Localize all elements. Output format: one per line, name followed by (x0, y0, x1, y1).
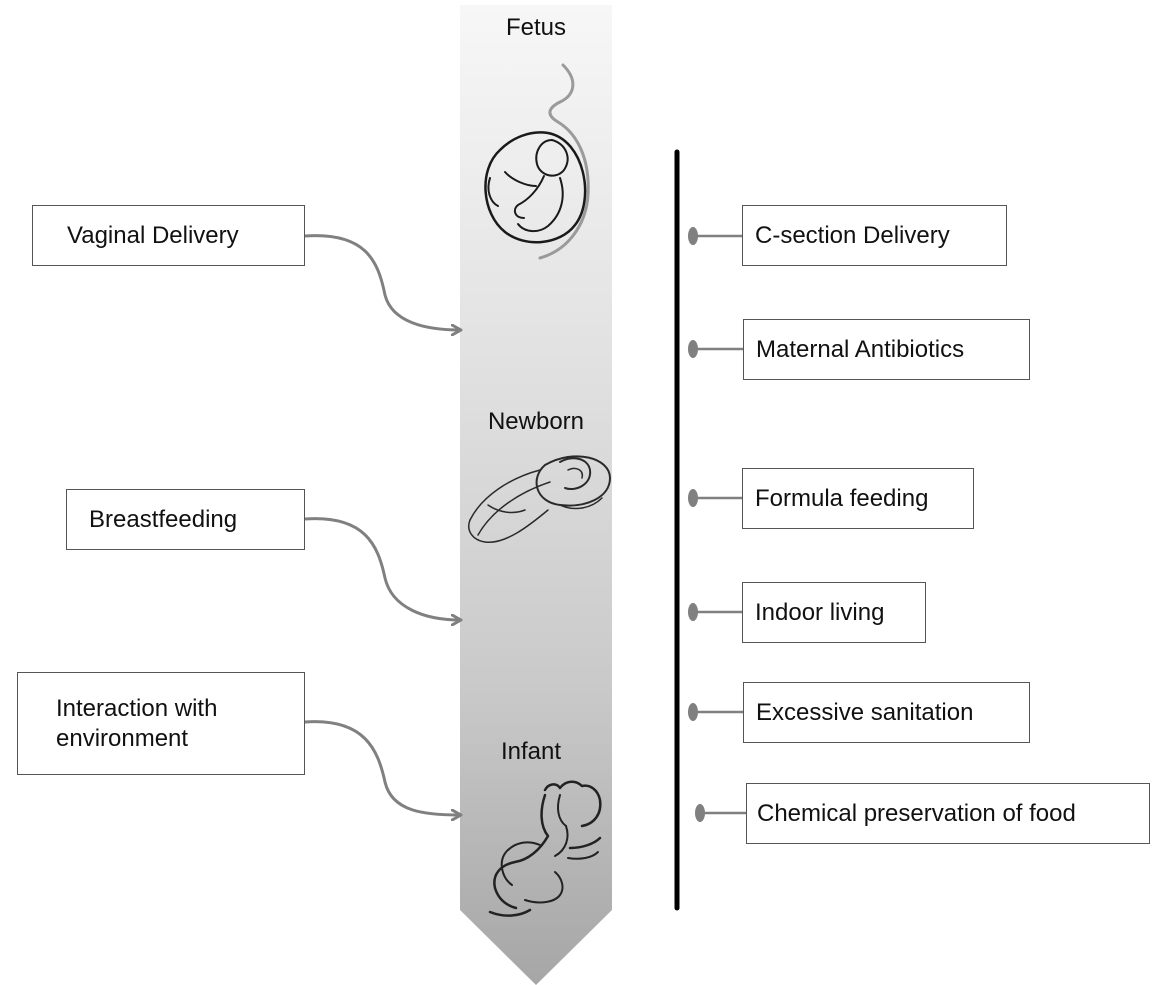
factor-label: Excessive sanitation (756, 698, 974, 726)
factor-box-interaction-with-environment: Interaction with environment (17, 672, 305, 775)
factor-label: Indoor living (755, 598, 885, 626)
factor-label: Breastfeeding (89, 505, 238, 533)
factor-box-excessive-sanitation: Excessive sanitation (743, 682, 1030, 743)
swaddled-newborn-icon (468, 455, 611, 543)
factor-box-c-section-delivery: C-section Delivery (742, 205, 1007, 266)
factor-box-indoor-living: Indoor living (742, 582, 926, 643)
pin-connector (688, 603, 743, 621)
pin-connector (688, 703, 743, 721)
factor-label: Chemical preservation of food (757, 799, 1076, 827)
factor-label: Interaction with environment (56, 694, 218, 752)
connector-arrow-breastfeeding (304, 517, 460, 620)
connector-arrow-interaction-with-environment (304, 720, 460, 815)
sitting-infant-icon (488, 780, 602, 917)
pin-connector (688, 340, 743, 358)
stage-label-infant: Infant (500, 738, 562, 765)
development-arrow (460, 5, 612, 985)
factor-label: C-section Delivery (755, 221, 950, 249)
connector-arrow-vaginal-delivery (304, 234, 460, 330)
factor-label: Vaginal Delivery (67, 221, 239, 249)
factor-label: Maternal Antibiotics (756, 335, 965, 363)
pin-connector (688, 227, 743, 245)
factor-box-chemical-preservation-of-food: Chemical preservation of food (746, 783, 1150, 844)
factor-box-vaginal-delivery: Vaginal Delivery (32, 205, 305, 266)
factor-box-formula-feeding: Formula feeding (742, 468, 974, 529)
factor-label: Formula feeding (755, 484, 929, 512)
pin-connector (695, 804, 747, 822)
stage-label-fetus: Fetus (505, 14, 567, 41)
pin-connector (688, 489, 743, 507)
factor-box-breastfeeding: Breastfeeding (66, 489, 305, 550)
fetus-in-womb-icon (484, 63, 590, 260)
factor-box-maternal-antibiotics: Maternal Antibiotics (743, 319, 1030, 380)
stage-label-newborn: Newborn (487, 408, 585, 435)
